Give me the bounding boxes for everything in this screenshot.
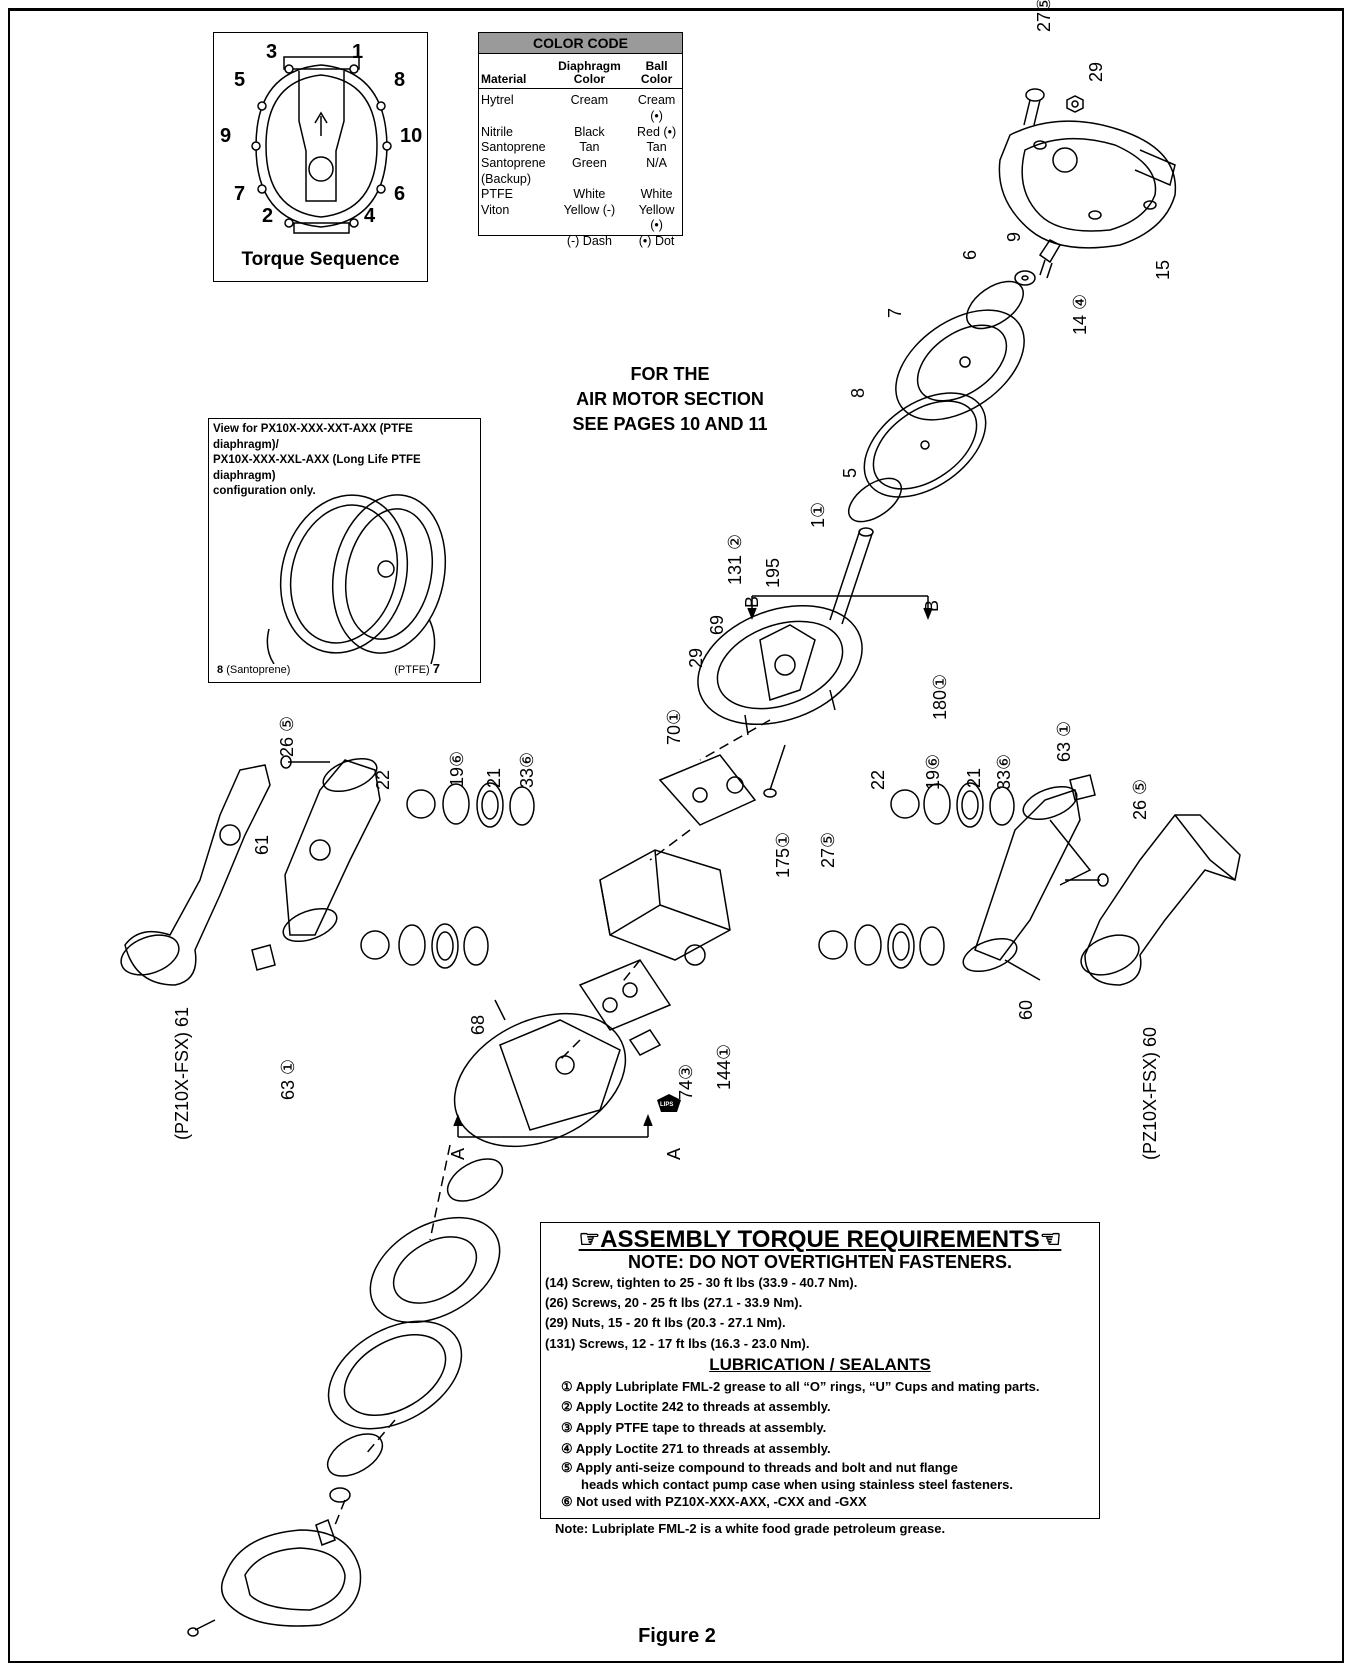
part-label-33-left: 33⑥ bbox=[517, 751, 537, 788]
part-label-144: 144① bbox=[714, 1043, 734, 1090]
part-label-131: 131 ② bbox=[725, 533, 745, 585]
torque-line: (26) Screws, 20 - 25 ft lbs (27.1 - 33.9… bbox=[545, 1295, 803, 1311]
torque-sequence-caption: Torque Sequence bbox=[241, 249, 400, 270]
lips-icon bbox=[657, 1094, 681, 1112]
part-label-22-right: 22 bbox=[868, 769, 888, 790]
part-label-21-right: 21 bbox=[964, 767, 984, 788]
part-label-180: 180① bbox=[930, 673, 950, 720]
part-label-33-right: 33⑥ bbox=[994, 753, 1014, 790]
torque-number-9: 9 bbox=[220, 125, 232, 147]
ptfe-diaphragm-drawing bbox=[266, 494, 447, 664]
part-label-26-left: 26 ⑤ bbox=[277, 715, 297, 757]
part-label-9: 9 bbox=[1004, 231, 1024, 242]
part-label-27-top: 27⑤ bbox=[1034, 0, 1054, 32]
air-motor-note: FOR THE AIR MOTOR SECTION SEE PAGES 10 A… bbox=[572, 364, 768, 435]
label-santoprene-8: 8 (Santoprene) bbox=[217, 664, 291, 676]
part-label-29-mid: 29 bbox=[686, 647, 706, 668]
torque-line: (131) Screws, 12 - 17 ft lbs (16.3 - 23.… bbox=[545, 1335, 810, 1351]
lubrication-line: ③ Apply PTFE tape to threads at assembly… bbox=[561, 1420, 827, 1436]
hand-pointer-icon: ☜ bbox=[1039, 1226, 1062, 1253]
section-label-b-left: B bbox=[742, 595, 762, 608]
torque-line: (14) Screw, tighten to 25 - 30 ft lbs (3… bbox=[545, 1275, 858, 1291]
torque-sequence-diagram bbox=[251, 56, 392, 234]
part-label-15: 15 bbox=[1153, 259, 1173, 280]
part-label-69: 69 bbox=[707, 614, 727, 635]
part-label-6: 6 bbox=[960, 249, 980, 260]
part-label-60: 60 bbox=[1016, 999, 1036, 1020]
part-label-22-left: 22 bbox=[373, 769, 393, 790]
part-label-5: 5 bbox=[840, 467, 860, 478]
part-label-61-fsx: (PZ10X-FSX) 61 bbox=[172, 1006, 192, 1140]
torque-number-3: 3 bbox=[266, 41, 278, 63]
section-label-b-right: B bbox=[922, 599, 942, 612]
color-code-grid: Material Diaphragm Color Ball Color Hytr… bbox=[479, 54, 682, 250]
table-row: (-) Dash(•) Dot bbox=[566, 234, 675, 248]
part-label-8: 8 bbox=[848, 387, 868, 398]
label-ptfe-7: (PTFE) 7 bbox=[394, 661, 440, 676]
part-label-14: 14 ④ bbox=[1070, 293, 1090, 335]
header-ball-color: Ball Color bbox=[640, 59, 673, 87]
lubrication-line: ① Apply Lubriplate FML-2 grease to all “… bbox=[561, 1378, 1040, 1394]
ptfe-diaphragm-view-box: View for PX10X-XXX-XXT-AXX (PTFE diaphra… bbox=[208, 418, 481, 683]
section-label-a-left: A bbox=[448, 1147, 468, 1160]
part-label-61: 61 bbox=[252, 834, 272, 855]
lips-label: LIPS bbox=[660, 1102, 674, 1108]
part-label-63-right: 63 ① bbox=[1054, 720, 1074, 762]
header-diaphragm-color: Diaphragm Color bbox=[558, 59, 621, 87]
color-code-title: COLOR CODE bbox=[479, 33, 682, 54]
part-label-60-fsx: (PZ10X-FSX) 60 bbox=[1140, 1026, 1160, 1160]
part-label-26-right: 26 ⑤ bbox=[1130, 778, 1150, 820]
torque-number-4: 4 bbox=[364, 205, 376, 227]
lubriplate-note: Note: Lubriplate FML-2 is a white food g… bbox=[555, 1520, 946, 1536]
lubrication-line: ⑥ Not used with PZ10X-XXX-AXX, -CXX and … bbox=[561, 1493, 867, 1509]
figure-caption: Figure 2 bbox=[638, 1625, 716, 1647]
torque-number-7: 7 bbox=[234, 183, 246, 205]
torque-number-1: 1 bbox=[352, 41, 364, 63]
lubrication-line: ② Apply Loctite 242 to threads at assemb… bbox=[561, 1399, 831, 1415]
ptfe-view-caption: View for PX10X-XXX-XXT-AXX (PTFE diaphra… bbox=[213, 423, 421, 498]
part-label-21-left: 21 bbox=[484, 767, 504, 788]
torque-line: (29) Nuts, 15 - 20 ft lbs (20.3 - 27.1 N… bbox=[545, 1315, 786, 1331]
lubrication-line: ④ Apply Loctite 271 to threads at assemb… bbox=[561, 1441, 831, 1457]
part-label-1: 1① bbox=[808, 501, 828, 528]
assembly-torque-requirements-box: ☞ASSEMBLY TORQUE REQUIREMENTS☜ NOTE: DO … bbox=[540, 1222, 1100, 1536]
assembly-subtitle: NOTE: DO NOT OVERTIGHTEN FASTENERS. bbox=[627, 1252, 1013, 1273]
lubrication-line-continued: heads which contact pump case when using… bbox=[581, 1476, 1014, 1492]
hand-pointer-icon: ☞ bbox=[578, 1226, 601, 1253]
part-label-68: 68 bbox=[468, 1014, 488, 1035]
top-rule bbox=[8, 8, 1344, 11]
part-label-175: 175① bbox=[773, 831, 793, 878]
part-label-74: 74③ bbox=[676, 1063, 696, 1100]
part-label-19-right: 19⑥ bbox=[923, 753, 943, 790]
header-material: Material bbox=[481, 72, 527, 87]
part-label-29-top: 29 bbox=[1086, 61, 1106, 82]
torque-sequence-box: 1 2 3 4 5 6 7 8 9 10 Torque Sequence bbox=[213, 32, 428, 282]
section-label-a-right: A bbox=[664, 1147, 684, 1160]
torque-number-2: 2 bbox=[262, 205, 274, 227]
torque-number-8: 8 bbox=[394, 69, 406, 91]
fluid-cap-top bbox=[998, 120, 1177, 249]
assembly-title: ☞ASSEMBLY TORQUE REQUIREMENTS☜ bbox=[578, 1226, 1062, 1253]
part-label-27-mid: 27⑤ bbox=[818, 831, 838, 868]
part-label-195: 195 bbox=[763, 557, 783, 588]
torque-number-5: 5 bbox=[234, 69, 246, 91]
lubrication-title: LUBRICATION / SEALANTS bbox=[709, 1354, 931, 1374]
part-label-70: 70① bbox=[664, 708, 684, 745]
table-row: (Backup) bbox=[481, 171, 532, 186]
part-label-19-left: 19⑥ bbox=[447, 750, 467, 787]
part-label-63-left: 63 ① bbox=[278, 1058, 298, 1100]
torque-number-6: 6 bbox=[394, 183, 406, 205]
color-code-table: COLOR CODE Material Diaphragm Color Ball… bbox=[478, 32, 683, 248]
torque-number-10: 10 bbox=[400, 125, 423, 147]
part-label-7: 7 bbox=[885, 307, 905, 318]
lubrication-line: ⑤ Apply anti-seize compound to threads a… bbox=[561, 1459, 958, 1475]
